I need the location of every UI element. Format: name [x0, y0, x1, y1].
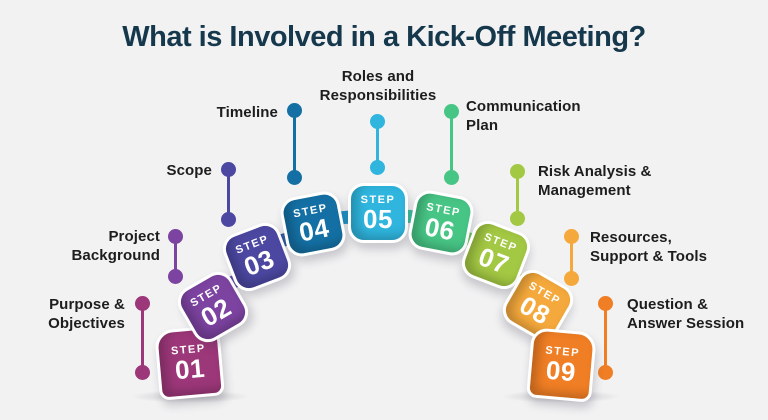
step-label-roles-responsibilities: Roles and Responsibilities: [319, 68, 437, 104]
leader-line-dots: [221, 162, 236, 227]
step-label-project-background: Project Background: [71, 228, 160, 264]
step-word: STEP: [360, 194, 396, 206]
leader-line-dots: [564, 229, 579, 286]
step-label-risk-analysis: Risk Analysis & Management: [538, 163, 652, 199]
page-title: What is Involved in a Kick-Off Meeting?: [122, 21, 646, 53]
step-number: 05: [363, 204, 393, 234]
step-card-05: STEP 05: [348, 183, 408, 243]
step-label-scope: Scope: [166, 162, 212, 179]
step-label-resources-support: Resources, Support & Tools: [590, 229, 708, 265]
step-number: 06: [422, 211, 458, 247]
leader-line-dots: [287, 103, 302, 185]
step-number: 03: [239, 243, 279, 282]
step-card-04: STEP 04: [277, 188, 349, 260]
step-card-09: STEP 09: [526, 327, 597, 403]
leader-line-dots: [598, 296, 613, 380]
leader-line-dots: [370, 114, 385, 175]
leader-line-dots: [135, 296, 150, 380]
step-label-purpose-objectives: Purpose & Objectives: [48, 296, 125, 332]
leader-line-dots: [168, 229, 183, 284]
step-number: 09: [544, 354, 578, 388]
step-label-communication-plan: Communication Plan: [466, 98, 581, 134]
step-number: 01: [173, 352, 207, 386]
leader-line-dots: [510, 164, 525, 226]
leader-line-dots: [444, 104, 459, 185]
step-number: 04: [296, 212, 332, 248]
step-label-timeline: Timeline: [216, 104, 278, 121]
step-label-question-answer: Question & Answer Session: [627, 296, 745, 332]
